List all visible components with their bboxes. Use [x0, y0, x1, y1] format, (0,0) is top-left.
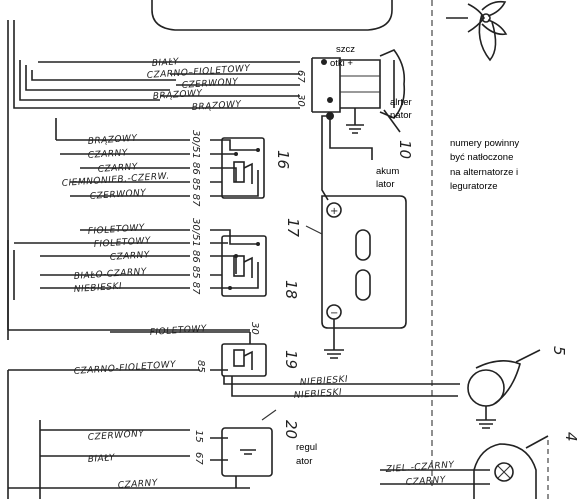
component-number-5: 5	[550, 346, 568, 356]
wire-label-fioletowy-3: FIOLETOWY	[150, 324, 209, 338]
wire-label-czarny-4: CZARNY	[118, 478, 160, 491]
annotation-akumulator-1: akum	[376, 166, 399, 177]
wire-label-niebieski-3: NIEBIESKI	[294, 388, 343, 401]
wire-label-brazowy-3: BRĄZOWY	[88, 133, 139, 147]
terminal-30-mid: 30	[249, 322, 260, 335]
component-number-18: 18	[282, 280, 300, 299]
component-number-17: 17	[284, 218, 302, 238]
wire-label-czarno-fioletowy-2: CZARNO-FIOLETOWY	[74, 360, 178, 377]
component-number-19: 19	[282, 350, 300, 369]
battery-plus-symbol: +	[330, 206, 338, 217]
wire-label-brazowy-2: BRĄZOWY	[192, 99, 243, 113]
annotation-alternator-2: nator	[390, 110, 412, 121]
terminal-67-bottom: 67	[193, 452, 204, 465]
relay-16: 16	[210, 137, 292, 199]
relay-16-pins: 30/51 86 85 87	[190, 130, 201, 207]
wire-label-czarny-2: CZARNY	[98, 162, 140, 175]
annotation-akumulator-2: lator	[376, 179, 394, 190]
fan-icon	[446, 0, 508, 62]
battery: + − 17	[284, 195, 407, 359]
wire-label-bialy-top: BIAŁY	[152, 57, 181, 69]
wire-label-czarny-3: CZARNY	[110, 250, 152, 263]
terminal-67-top: 67	[295, 70, 306, 83]
terminal-30-top: 30	[295, 94, 306, 107]
wire-label-fioletowy-1: FIOLETOWY	[88, 223, 147, 237]
wire-label-czarny-5: CZARNY	[406, 475, 448, 488]
terminal-15: 15	[193, 430, 204, 443]
annotation-note-1: numery powinny	[450, 138, 519, 149]
relay-19: 19 NIEBIESKI NIEBIESKI	[210, 332, 420, 401]
relay-18: 18	[210, 229, 300, 299]
wire-label-bialo-czarny: BIAŁO-CZARNY	[74, 267, 149, 282]
wire-label-fioletowy-2: FIOLETOWY	[94, 236, 153, 250]
wire-label-niebieski-1: NIEBIESKI	[74, 282, 123, 295]
wire-label-ciemnoniebieski: CIEMNONIEB.-CZERW.	[62, 171, 170, 189]
annotation-note-3: na alternatorze i	[450, 167, 518, 178]
annotation-szczotki-2: otki +	[330, 58, 353, 69]
component-number-20: 20	[282, 420, 300, 439]
component-number-10: 10	[396, 140, 414, 159]
wire-label-brazowy-1: BRĄZOWY	[153, 88, 204, 102]
left-harness	[7, 20, 250, 499]
alternator-wires: BIAŁY CZARNO–FIOLETOWY CZERWONY BRĄZOWY …	[147, 57, 306, 113]
component-number-4: 4	[562, 432, 580, 442]
relay-16-wires: BRĄZOWY CZARNY CZARNY CIEMNONIEB.-CZERW.…	[56, 130, 201, 207]
component-number-16: 16	[274, 150, 292, 169]
regulator: 20	[210, 409, 300, 488]
annotation-note-2: być natłoczone	[450, 152, 513, 163]
terminal-85: 85	[195, 360, 206, 373]
annotation-szczotki-1: szcz	[336, 44, 355, 55]
relay-18-wires: FIOLETOWY FIOLETOWY CZARNY BIAŁO-CZARNY …	[14, 218, 201, 295]
annotation-alternator-1: alrter	[390, 97, 412, 108]
annotation-regulator-2: ator	[296, 456, 312, 467]
top-component-outline	[151, 0, 393, 31]
wire-label-czarny-1: CZARNY	[88, 148, 130, 161]
annotation-note-4: leguratorze	[450, 181, 498, 192]
alternator: 10	[311, 49, 414, 159]
wire-label-czerwony-top: CZERWONY	[182, 77, 240, 91]
wire-label-czerwony-3: CZERWONY	[88, 429, 146, 443]
relay-18-pins: 30/51 86 85 87	[190, 218, 201, 295]
regulator-wires: CZERWONY BIAŁY CZARNY 15 67	[8, 429, 250, 491]
horn: 5	[420, 346, 568, 429]
wire-label-bialy-2: BIAŁY	[88, 453, 117, 465]
battery-minus-symbol: −	[330, 308, 338, 319]
wire-label-niebieski-2: NIEBIESKI	[300, 375, 349, 388]
annotation-regulator-1: regul	[296, 442, 317, 453]
wire-label-ziel-czarny: ZIEL.-CZARNY	[385, 460, 456, 475]
annotations: szcz otki + alrter nator akum lator nume…	[296, 44, 519, 467]
annotation-pointer	[329, 116, 373, 160]
wire-alternator-battery	[321, 115, 330, 201]
lamp: ZIEL.-CZARNY CZARNY 4	[380, 432, 580, 499]
wire-label-czerwony-2: CZERWONY	[90, 188, 148, 202]
